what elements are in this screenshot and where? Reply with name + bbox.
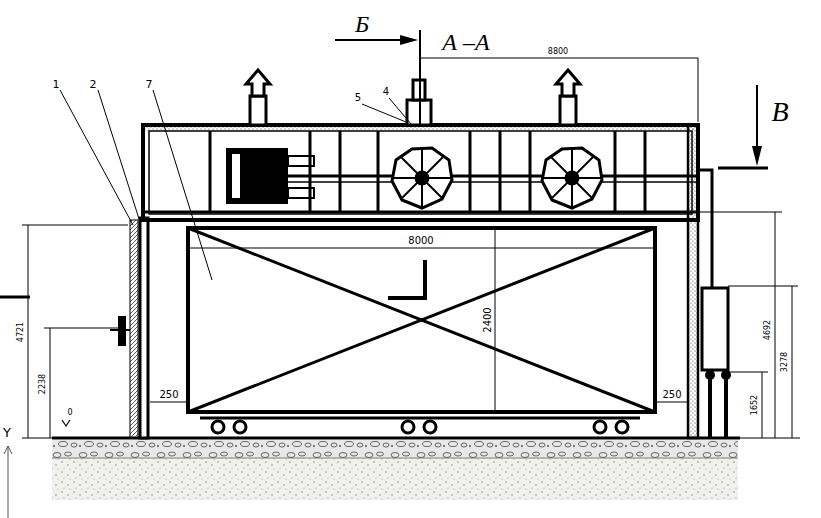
timber-stack xyxy=(188,228,655,433)
exhaust-chimneys xyxy=(246,70,580,125)
section-title: А –А xyxy=(442,30,489,54)
dimension: 8800 xyxy=(547,48,569,56)
callout-number: 1 xyxy=(53,79,60,90)
axis-icon xyxy=(4,446,12,518)
level-mark: 0 xyxy=(66,409,73,417)
right-wall xyxy=(688,125,731,438)
dimension: 3278 xyxy=(781,351,789,373)
dimension: 2238 xyxy=(39,373,47,395)
dimension: 4692 xyxy=(764,319,772,341)
fan-plenum xyxy=(143,125,700,220)
leader-lines xyxy=(60,90,411,280)
section-letter: Б xyxy=(355,12,369,36)
dimension: 250 xyxy=(661,390,682,400)
dimension: 250 xyxy=(158,390,179,400)
dimension: 1652 xyxy=(751,394,759,416)
section-marks xyxy=(0,30,768,297)
ground xyxy=(52,438,740,500)
dimension: 4721 xyxy=(17,321,25,343)
callout-number: 2 xyxy=(90,79,97,90)
dimension-lines xyxy=(22,58,800,438)
dimension: 2400 xyxy=(483,306,493,333)
dimension: 8000 xyxy=(407,236,434,246)
axis-label: Y xyxy=(3,426,11,439)
callout-number: 5 xyxy=(355,93,361,103)
fan-wheels xyxy=(392,148,602,208)
view-letter: В xyxy=(771,98,788,126)
callout-number: 7 xyxy=(146,79,153,90)
callout-number: 4 xyxy=(383,87,389,97)
